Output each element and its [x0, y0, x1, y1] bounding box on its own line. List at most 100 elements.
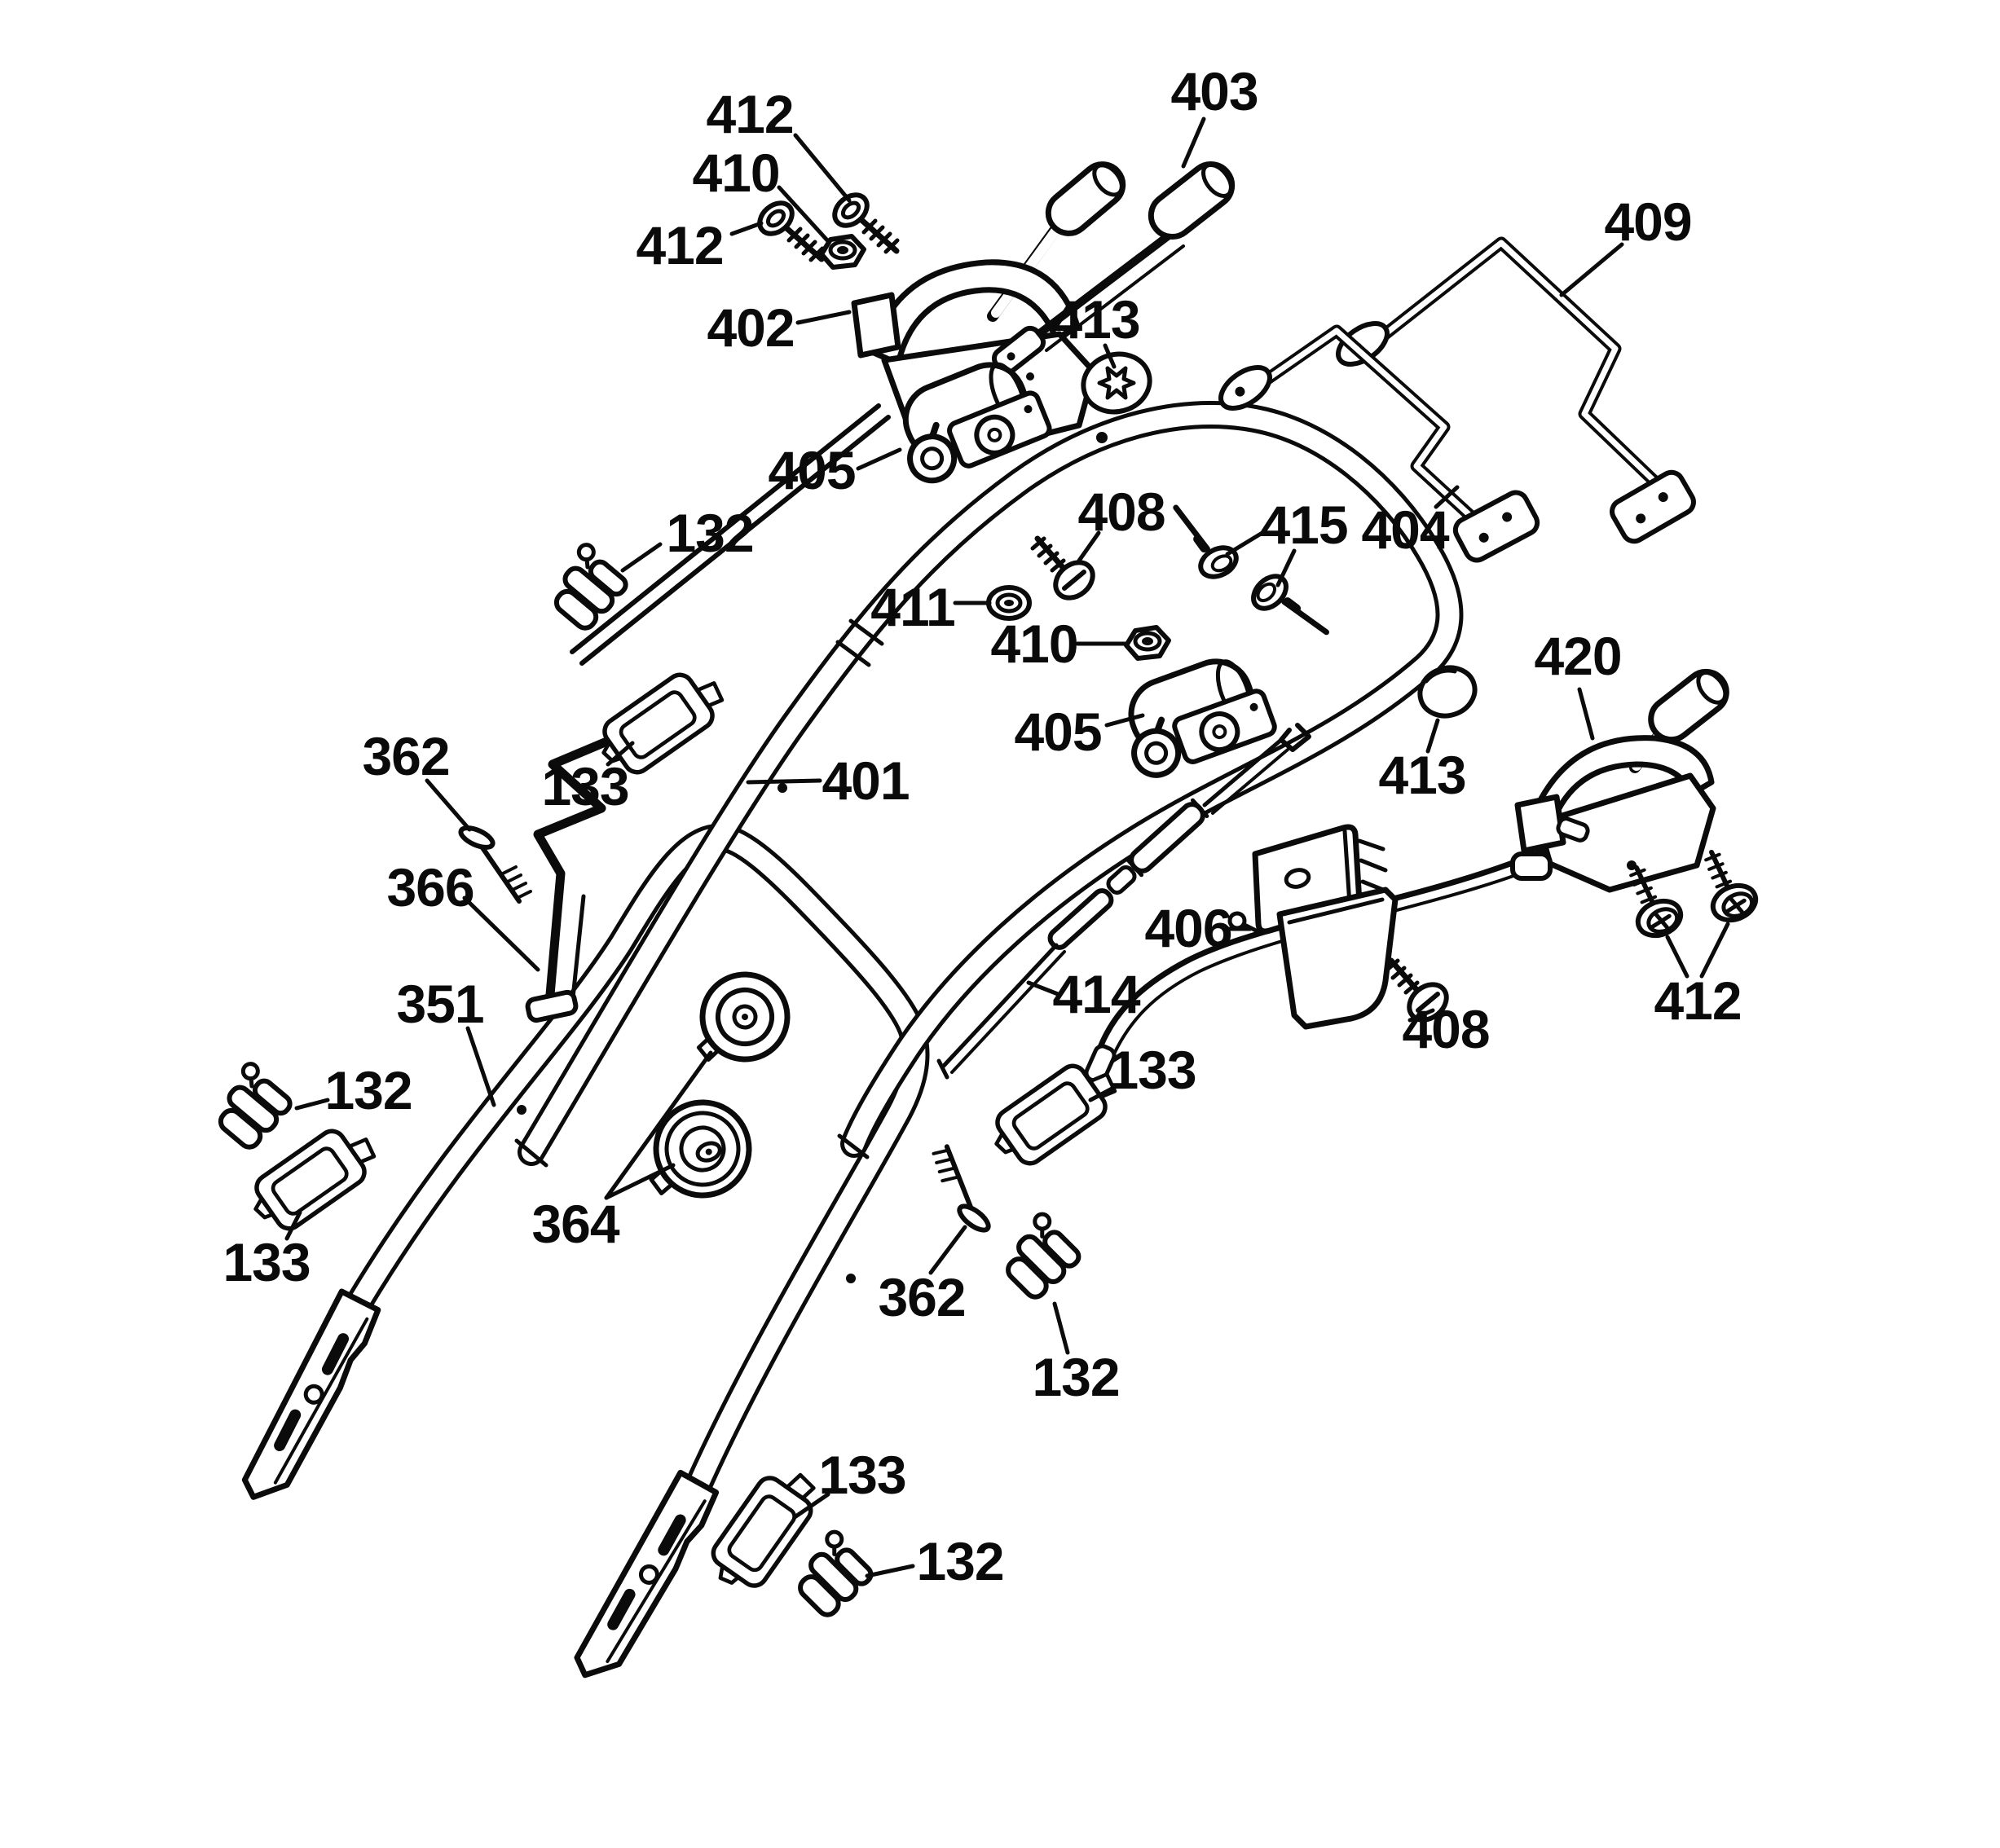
leader-line-351 [465, 1026, 496, 1107]
part-label-408-24: 408 [1402, 999, 1489, 1059]
handle-hole [778, 783, 787, 793]
handle-hole [517, 1105, 526, 1115]
leader-line-405 [1104, 713, 1145, 728]
leader-line-133 [284, 1210, 302, 1241]
leader-line-413 [1103, 343, 1117, 369]
leader-line-132 [294, 1098, 330, 1111]
interlock-132-bottom [786, 1529, 877, 1620]
part-label-413-5: 413 [1052, 289, 1139, 350]
part-label-132-9: 132 [666, 503, 753, 563]
leader-line-362 [928, 1225, 967, 1275]
throttle-cable-420 [1084, 836, 1578, 1085]
leader-line-408 [1077, 530, 1101, 563]
nut-410-mid [1126, 627, 1169, 658]
lower-handle-right-end-plate [571, 1472, 719, 1689]
leader-line-413 [1425, 718, 1440, 754]
part-label-408-10: 408 [1077, 482, 1165, 542]
part-label-133-14: 133 [541, 756, 628, 816]
part-label-402-3: 402 [707, 297, 794, 358]
pin-415-lower [1244, 564, 1327, 642]
lower-handle-left-end-plate [240, 1291, 381, 1511]
part-label-412-23: 412 [1654, 970, 1741, 1031]
tube-end-cut [514, 1133, 870, 1168]
handle-hole [1096, 432, 1108, 443]
screw-412-left [754, 197, 822, 260]
leader-line-408 [1407, 1008, 1435, 1023]
leader-line-412 [1665, 935, 1689, 979]
cover-133-left [243, 1116, 384, 1240]
part-label-415-11: 415 [1260, 495, 1347, 555]
washer-413-star [1077, 347, 1156, 420]
leader-line-410 [777, 185, 830, 244]
part-label-366-20: 366 [386, 857, 474, 917]
leader-line-409 [1559, 242, 1624, 297]
cable-414 [936, 723, 1311, 1080]
part-label-412-0: 412 [706, 84, 793, 144]
part-label-362-29: 362 [878, 1267, 965, 1327]
leader-line-404 [1434, 485, 1460, 509]
leader-line-364 [604, 1163, 676, 1200]
leader-line-415 [1275, 548, 1297, 587]
part-label-132-33: 132 [916, 1531, 1003, 1591]
screw-362-right [919, 1144, 1007, 1235]
part-label-410-13: 410 [990, 614, 1077, 674]
part-label-410-1: 410 [692, 143, 779, 203]
t-handle-pin-403 [991, 161, 1236, 376]
leader-line-412 [729, 221, 764, 236]
part-label-403-4: 403 [1170, 61, 1258, 121]
part-label-405-8: 405 [768, 440, 855, 500]
leader-line-133 [792, 1492, 830, 1520]
leader-line-420 [1577, 687, 1595, 741]
leader-line-132 [1052, 1301, 1070, 1355]
leader-line-362 [425, 778, 472, 832]
part-label-406-21: 406 [1144, 898, 1231, 958]
cable-guide-rod-409 [1331, 236, 1698, 546]
part-label-412-2: 412 [636, 215, 723, 275]
handle-hole [846, 1274, 856, 1283]
lower-handle-351 [240, 823, 930, 1689]
leader-line-132 [865, 1564, 915, 1578]
leader-line-366 [462, 895, 540, 972]
part-label-413-19: 413 [1378, 745, 1465, 805]
leader-line-401 [746, 778, 822, 785]
leader-line-415 [1225, 529, 1267, 557]
upper-handle-401 [514, 401, 1464, 1168]
rod-409-rear-tab [1608, 469, 1698, 546]
part-label-133-27: 133 [222, 1232, 310, 1292]
part-label-401-16: 401 [822, 750, 909, 811]
interlock-132-mid [993, 1211, 1085, 1302]
interlock-132-left [205, 1061, 296, 1152]
leader-line-405 [856, 447, 902, 471]
switch-housing-406 [1227, 824, 1399, 1030]
part-label-351-25: 351 [396, 974, 483, 1034]
part-label-405-15: 405 [1014, 702, 1101, 762]
leader-line-133 [1088, 1083, 1121, 1102]
part-label-411-12: 411 [870, 577, 954, 637]
part-label-132-26: 132 [324, 1060, 412, 1120]
leader-line-403 [1181, 117, 1206, 169]
part-label-364-28: 364 [531, 1194, 619, 1254]
screw-412-right-2 [1689, 851, 1773, 936]
leader-lines [284, 117, 1730, 1578]
part-label-420-18: 420 [1534, 626, 1621, 686]
leader-line-402 [795, 310, 852, 325]
leader-line-412 [1699, 922, 1730, 979]
leader-line-412 [793, 133, 852, 203]
throttle-lever-grip [1648, 668, 1729, 743]
part-label-132-31: 132 [1032, 1347, 1119, 1407]
rod-404-rear-tab [1452, 489, 1541, 565]
leader-line-132 [620, 542, 663, 573]
tube-collar [835, 618, 884, 667]
cable-guide-rod-404 [1214, 324, 1541, 565]
knob-364-upper [680, 962, 799, 1075]
throttle-cable-402-lead [570, 403, 891, 666]
leader-line-133 [606, 741, 635, 767]
part-label-404-7: 404 [1361, 499, 1449, 560]
wire-bracket-366 [525, 733, 619, 1023]
leader-line-364 [604, 1050, 713, 1200]
knob-364-lower [632, 1089, 762, 1212]
leader-line-414 [1026, 980, 1060, 997]
